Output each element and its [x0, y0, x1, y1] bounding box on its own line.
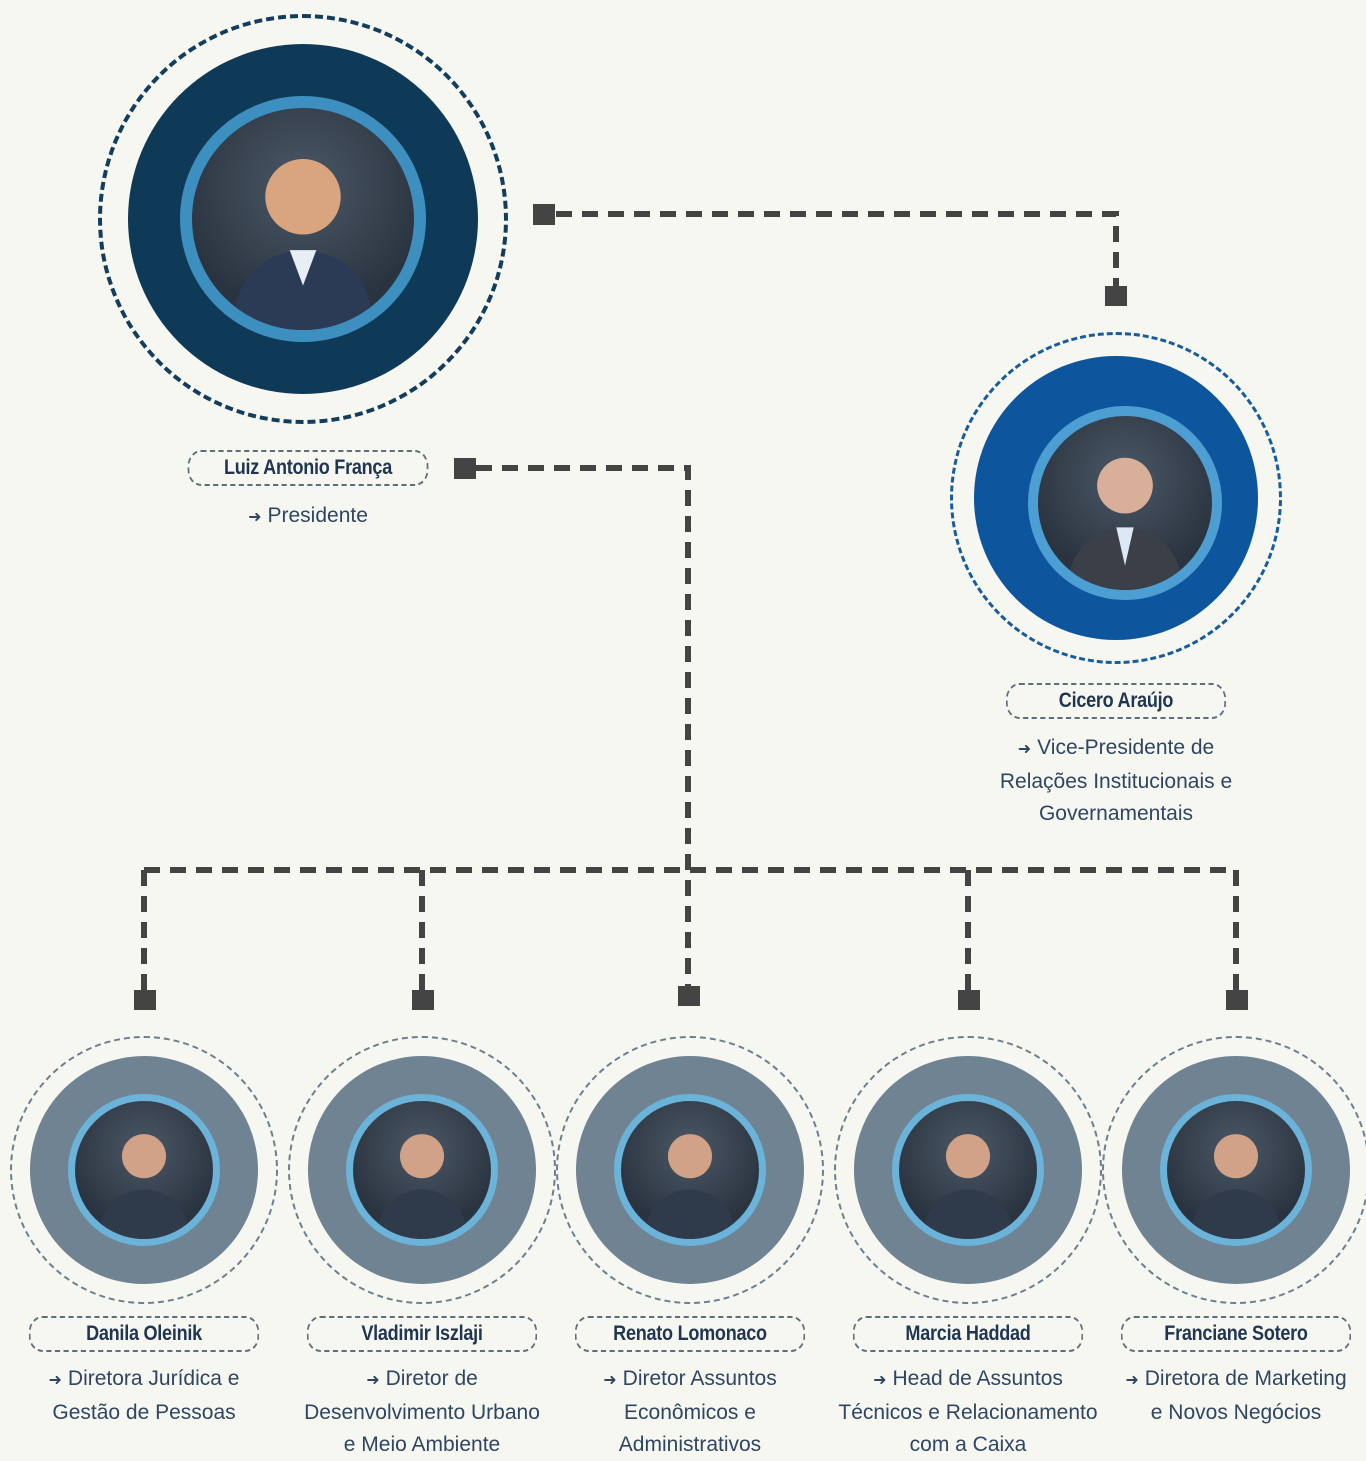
director-dashed-ring: [556, 1036, 824, 1304]
director-node: [288, 1036, 556, 1304]
arrow-right-icon: ➜: [603, 1372, 617, 1389]
vice-president-node: [950, 332, 1282, 664]
director-portrait-icon: [614, 1094, 766, 1246]
director-role: ➜Diretor Assuntos Econômicos e Administr…: [603, 1367, 777, 1456]
president-dashed-ring: [98, 14, 508, 424]
director-dashed-ring: [834, 1036, 1102, 1304]
connector-node: [1105, 286, 1127, 306]
connector-node: [533, 204, 555, 225]
arrow-right-icon: ➜: [366, 1372, 380, 1389]
director-node: [10, 1036, 278, 1304]
connector-node: [678, 986, 700, 1006]
arrow-right-icon: ➜: [1017, 741, 1032, 758]
arrow-right-icon: ➜: [1125, 1372, 1139, 1389]
director-portrait-icon: [1160, 1094, 1312, 1246]
director-dashed-ring: [288, 1036, 556, 1304]
director-name: Danila Oleinik: [28, 1316, 260, 1352]
president-vp-connector: [556, 211, 1119, 288]
president-node: [98, 14, 508, 424]
arrow-right-icon: ➜: [248, 509, 262, 526]
director-role: ➜Diretora de Marketing e Novos Negócios: [1125, 1367, 1347, 1424]
arrow-right-icon: ➜: [48, 1372, 62, 1389]
director-role: ➜Diretor de Desenvolvimento Urbano e Mei…: [304, 1367, 540, 1456]
director-node: [1102, 1036, 1366, 1304]
director-name: Marcia Haddad: [852, 1316, 1084, 1352]
director-name: Renato Lomonaco: [574, 1316, 806, 1352]
vp-name: Cicero Araújo: [1005, 683, 1227, 719]
director-role: ➜Head de Assuntos Técnicos e Relacioname…: [838, 1367, 1098, 1456]
vp-portrait-icon: [1028, 406, 1222, 600]
director-dashed-ring: [1102, 1036, 1366, 1304]
connector-node: [134, 990, 156, 1010]
director-dashed-ring: [10, 1036, 278, 1304]
vp-dashed-ring: [950, 332, 1282, 664]
director-portrait-icon: [892, 1094, 1044, 1246]
connector-node: [412, 990, 434, 1010]
president-role: ➜Presidente: [248, 504, 368, 527]
connector-node: [454, 458, 476, 479]
arrow-right-icon: ➜: [873, 1372, 887, 1389]
president-name: Luiz Antonio França: [187, 450, 429, 486]
vp-role: ➜Vice-Presidente de Relações Institucion…: [999, 736, 1233, 825]
director-portrait-icon: [68, 1094, 220, 1246]
director-node: [834, 1036, 1102, 1304]
president-portrait-icon: [180, 96, 426, 342]
connector-node: [958, 990, 980, 1010]
director-name: Vladimir Iszlaji: [306, 1316, 538, 1352]
director-role: ➜Diretora Jurídica e Gestão de Pessoas: [48, 1367, 240, 1424]
president-directors-connector: [476, 465, 691, 990]
director-node: [556, 1036, 824, 1304]
director-portrait-icon: [346, 1094, 498, 1246]
connector-node: [1226, 990, 1248, 1010]
director-name: Franciane Sotero: [1120, 1316, 1352, 1352]
